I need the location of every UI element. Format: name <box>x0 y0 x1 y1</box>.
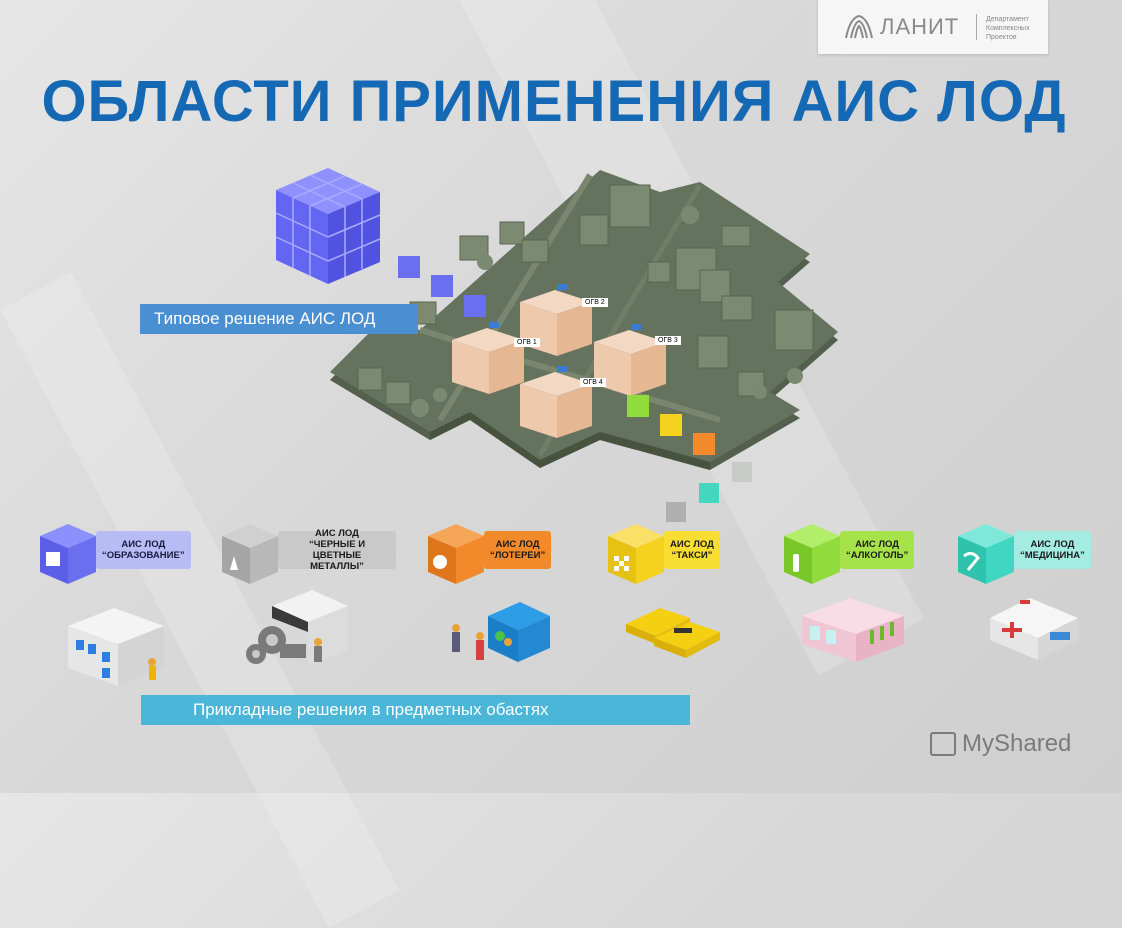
medical-snake-icon <box>963 551 980 571</box>
typical-solution-label: Типовое решение АИС ЛОД <box>140 304 418 334</box>
applied-solutions-label: Прикладные решения в предметных обастях <box>141 695 690 725</box>
page-title: ОБЛАСТИ ПРИМЕНЕНИЯ АИС ЛОД <box>41 69 1067 134</box>
watermark-text: MyShared <box>962 730 1072 757</box>
category-label: АИС ЛОД “ЛОТЕРЕИ” <box>484 531 552 569</box>
category-label: АИС ЛОД “ОБРАЗОВАНИЕ” <box>96 531 191 569</box>
logo-name: ЛАНИТ <box>880 14 960 39</box>
category-label-line2: “ЧЕРНЫЕ И ЦВЕТНЫЕ <box>308 539 366 561</box>
lottery-kiosk-illustration <box>452 602 550 662</box>
school-building-illustration <box>68 608 164 686</box>
green-houses <box>357 184 814 405</box>
ogv-building-1 <box>452 322 524 394</box>
ogv-tag-2: ОГВ 2 <box>582 298 608 307</box>
colored-flow-cubes <box>627 395 752 522</box>
blue-flow-cubes <box>398 256 486 317</box>
city-scene <box>275 168 838 522</box>
category-cube <box>222 524 278 584</box>
category-label-line2: “ОБРАЗОВАНИЕ” <box>102 550 185 561</box>
category-label-line1: АИС ЛОД <box>495 539 540 550</box>
category-cube <box>958 524 1014 584</box>
logo-divider <box>976 14 977 40</box>
category-label-line2: “ЛОТЕРЕИ” <box>490 550 546 561</box>
lanit-logo-icon <box>845 14 873 39</box>
book-icon <box>46 552 60 566</box>
metal-icon <box>230 556 238 570</box>
metal-scrap-illustration <box>246 590 348 666</box>
category-label: АИС ЛОД “ТАКСИ” <box>664 531 720 569</box>
trees <box>411 206 803 417</box>
myshared-watermark: MyShared <box>930 730 1071 758</box>
category-label-line1: АИС ЛОД <box>855 539 900 550</box>
ogv-tag-3: ОГВ 3 <box>655 336 681 345</box>
lottery-ball-icon <box>433 555 447 569</box>
ogv-building-4 <box>520 366 592 438</box>
category-label-line2: “МЕДИЦИНА” <box>1020 550 1085 561</box>
category-label-line1: АИС ЛОД <box>315 528 359 539</box>
category-label-line1: АИС ЛОД <box>670 539 714 550</box>
liquor-store-illustration <box>802 598 904 662</box>
ogv-tag-1: ОГВ 1 <box>514 338 540 347</box>
typical-solution-cube <box>275 168 381 284</box>
category-cube <box>608 524 664 584</box>
category-cube <box>784 524 840 584</box>
category-label: АИС ЛОД “АЛКОГОЛЬ” <box>840 531 915 569</box>
category-label: АИС ЛОД “МЕДИЦИНА” <box>1014 531 1091 569</box>
presentation-icon <box>930 732 956 756</box>
taxi-checker-icon <box>614 556 629 571</box>
lanit-logo: ЛАНИТ Департамент Комплексных Проектов <box>818 0 1048 54</box>
category-label-line2: “ТАКСИ” <box>671 550 713 561</box>
category-label-line3: МЕТАЛЛЫ” <box>310 561 364 572</box>
category-cube <box>428 524 484 584</box>
category-medicine: АИС ЛОД “МЕДИЦИНА” <box>956 522 1116 584</box>
category-cube <box>40 524 96 584</box>
category-taxi: АИС ЛОД “ТАКСИ” <box>606 522 766 584</box>
category-label: АИС ЛОД “ЧЕРНЫЕ И ЦВЕТНЫЕ МЕТАЛЛЫ” <box>278 528 396 572</box>
logo-department: Департамент Комплексных Проектов <box>986 16 1030 41</box>
ogv-tag-4: ОГВ 4 <box>580 378 606 387</box>
category-alcohol: АИС ЛОД “АЛКОГОЛЬ” <box>782 522 942 584</box>
bottle-icon <box>793 554 799 572</box>
category-label-line2: “АЛКОГОЛЬ” <box>846 550 909 561</box>
category-education: АИС ЛОД “ОБРАЗОВАНИЕ” <box>38 522 198 584</box>
category-metals: АИС ЛОД “ЧЕРНЫЕ И ЦВЕТНЫЕ МЕТАЛЛЫ” <box>220 522 396 584</box>
category-label-line1: АИС ЛОД <box>1030 539 1075 550</box>
category-label-line1: АИС ЛОД <box>121 539 166 550</box>
ambulance-illustration <box>990 598 1078 660</box>
category-lottery: АИС ЛОД “ЛОТЕРЕИ” <box>426 522 586 584</box>
taxi-cars-illustration <box>626 608 720 658</box>
